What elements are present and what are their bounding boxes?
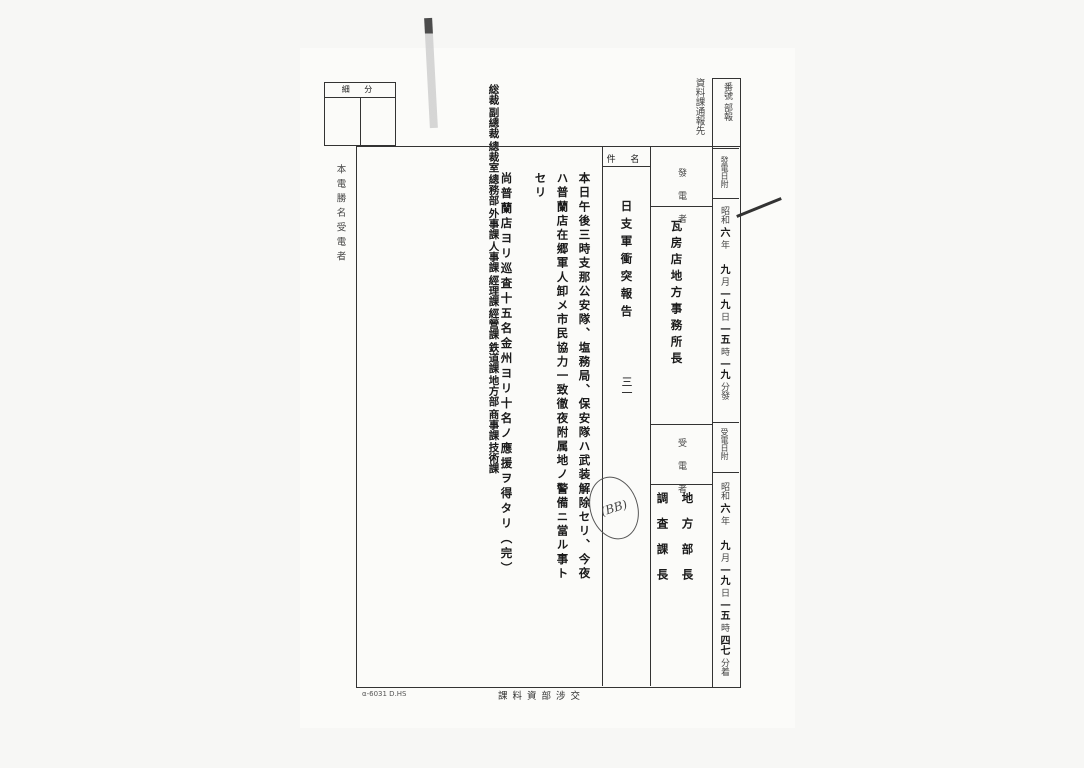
receiver-date-year: 六: [718, 503, 729, 513]
distribution-item: 総裁: [487, 84, 500, 105]
receiver-date-unit: 分着: [719, 658, 729, 676]
sender-date-unit: 月: [719, 277, 729, 286]
classification-label: 細 分: [341, 85, 379, 94]
distribution-item: 技術課: [487, 442, 500, 474]
department-label: 課料資部涉交: [498, 691, 586, 702]
distribution-item: 經理課: [487, 274, 500, 307]
distribution-label: 資料課通報先: [693, 78, 705, 135]
body-line-2: ハ普蘭店在郷軍人卸メ市民協力一致徹夜附属地ノ警備ニ當ル事ト: [555, 172, 570, 581]
receiver-date-day: 一九: [718, 565, 729, 585]
pen-mark: [424, 17, 438, 129]
distribution-item: 外事課: [487, 207, 500, 240]
sender-date-unit: 年: [719, 240, 729, 249]
receiver-date-month: 九: [718, 540, 729, 550]
body-line-1: 本日午後三時支那公安隊、塩務局、保安隊ハ武装解除セリ、今夜: [577, 172, 592, 581]
distribution-item: 人事課: [487, 241, 500, 273]
subject-label: 件 名: [606, 155, 646, 165]
body-line-4: 尚普蘭店ヨリ巡査十五名金州ヨリ十名ノ應援ヲ得タリ（完）: [499, 172, 514, 577]
distribution-item: 副總裁: [487, 107, 500, 139]
handwritten-stamp-text: (BB): [598, 497, 630, 519]
distribution-item: 商事課: [487, 408, 500, 441]
classification-box: 細 分: [324, 82, 396, 146]
header-column: [712, 78, 741, 688]
distribution-list: 総裁 副總裁 總裁室 總務部 外事課 人事課 經理課 經營課 鉄道課 地方部 商…: [487, 84, 500, 474]
receiver-label: 受電者: [676, 438, 686, 507]
distribution-item: 經營課: [487, 308, 500, 340]
receiver-date-label: 受電日附: [720, 428, 729, 460]
sender-date-unit: 分發: [719, 382, 729, 400]
sender-label: 發電者: [676, 168, 686, 237]
classification-stamp: 番號 部報: [722, 82, 732, 121]
pen-mark: [736, 197, 782, 218]
receiver-value-line2: 調査課長: [655, 492, 670, 594]
distribution-item: 地方部: [487, 375, 500, 407]
sender-date-era: 昭和: [719, 206, 729, 224]
receiver-date-unit: 年: [719, 516, 729, 525]
distribution-item: 總裁室: [487, 140, 500, 173]
receiver-date: 昭和 六 年 九 月 一九 日 一五 時 四七 分着: [718, 482, 729, 676]
subject-number: 三一: [620, 376, 633, 398]
form-code: α-6031 D.HS: [362, 690, 407, 698]
sender-date-unit: 日: [719, 312, 729, 321]
sender-date-hour: 一五: [718, 324, 729, 344]
receiver-date-unit: 月: [719, 553, 729, 562]
body-line-3: セリ: [533, 172, 548, 201]
distribution-item: 總務部: [487, 174, 500, 206]
side-note: 本電勝名受電者: [334, 164, 346, 266]
sender-date-unit: 時: [719, 347, 729, 356]
sender-date-minute: 一九: [718, 359, 729, 379]
sender-value: 瓦房店地方事務所長: [669, 220, 684, 369]
sender-date: 昭和 六 年 九 月 一九 日 一五 時 一九 分發: [718, 206, 729, 400]
sender-date-label: 發電日附: [720, 156, 729, 188]
distribution-item: 鉄道課: [487, 341, 500, 374]
telegram-form: 細 分 本電勝名受電者 総裁 副總裁 總裁室 總務部 外事課 人事課 經理課 經…: [300, 17, 795, 728]
receiver-date-unit: 時: [719, 623, 729, 632]
sender-date-year: 六: [718, 227, 729, 237]
subject-value: 日支軍衝突報告: [619, 200, 634, 323]
sender-date-day: 一九: [718, 289, 729, 309]
receiver-date-era: 昭和: [719, 482, 729, 500]
receiver-date-unit: 日: [719, 588, 729, 597]
sender-date-month: 九: [718, 264, 729, 274]
receiver-value-line1: 地方部長: [680, 492, 695, 594]
receiver-date-hour: 一五: [718, 600, 729, 620]
receiver-date-minute: 四七: [718, 635, 729, 655]
